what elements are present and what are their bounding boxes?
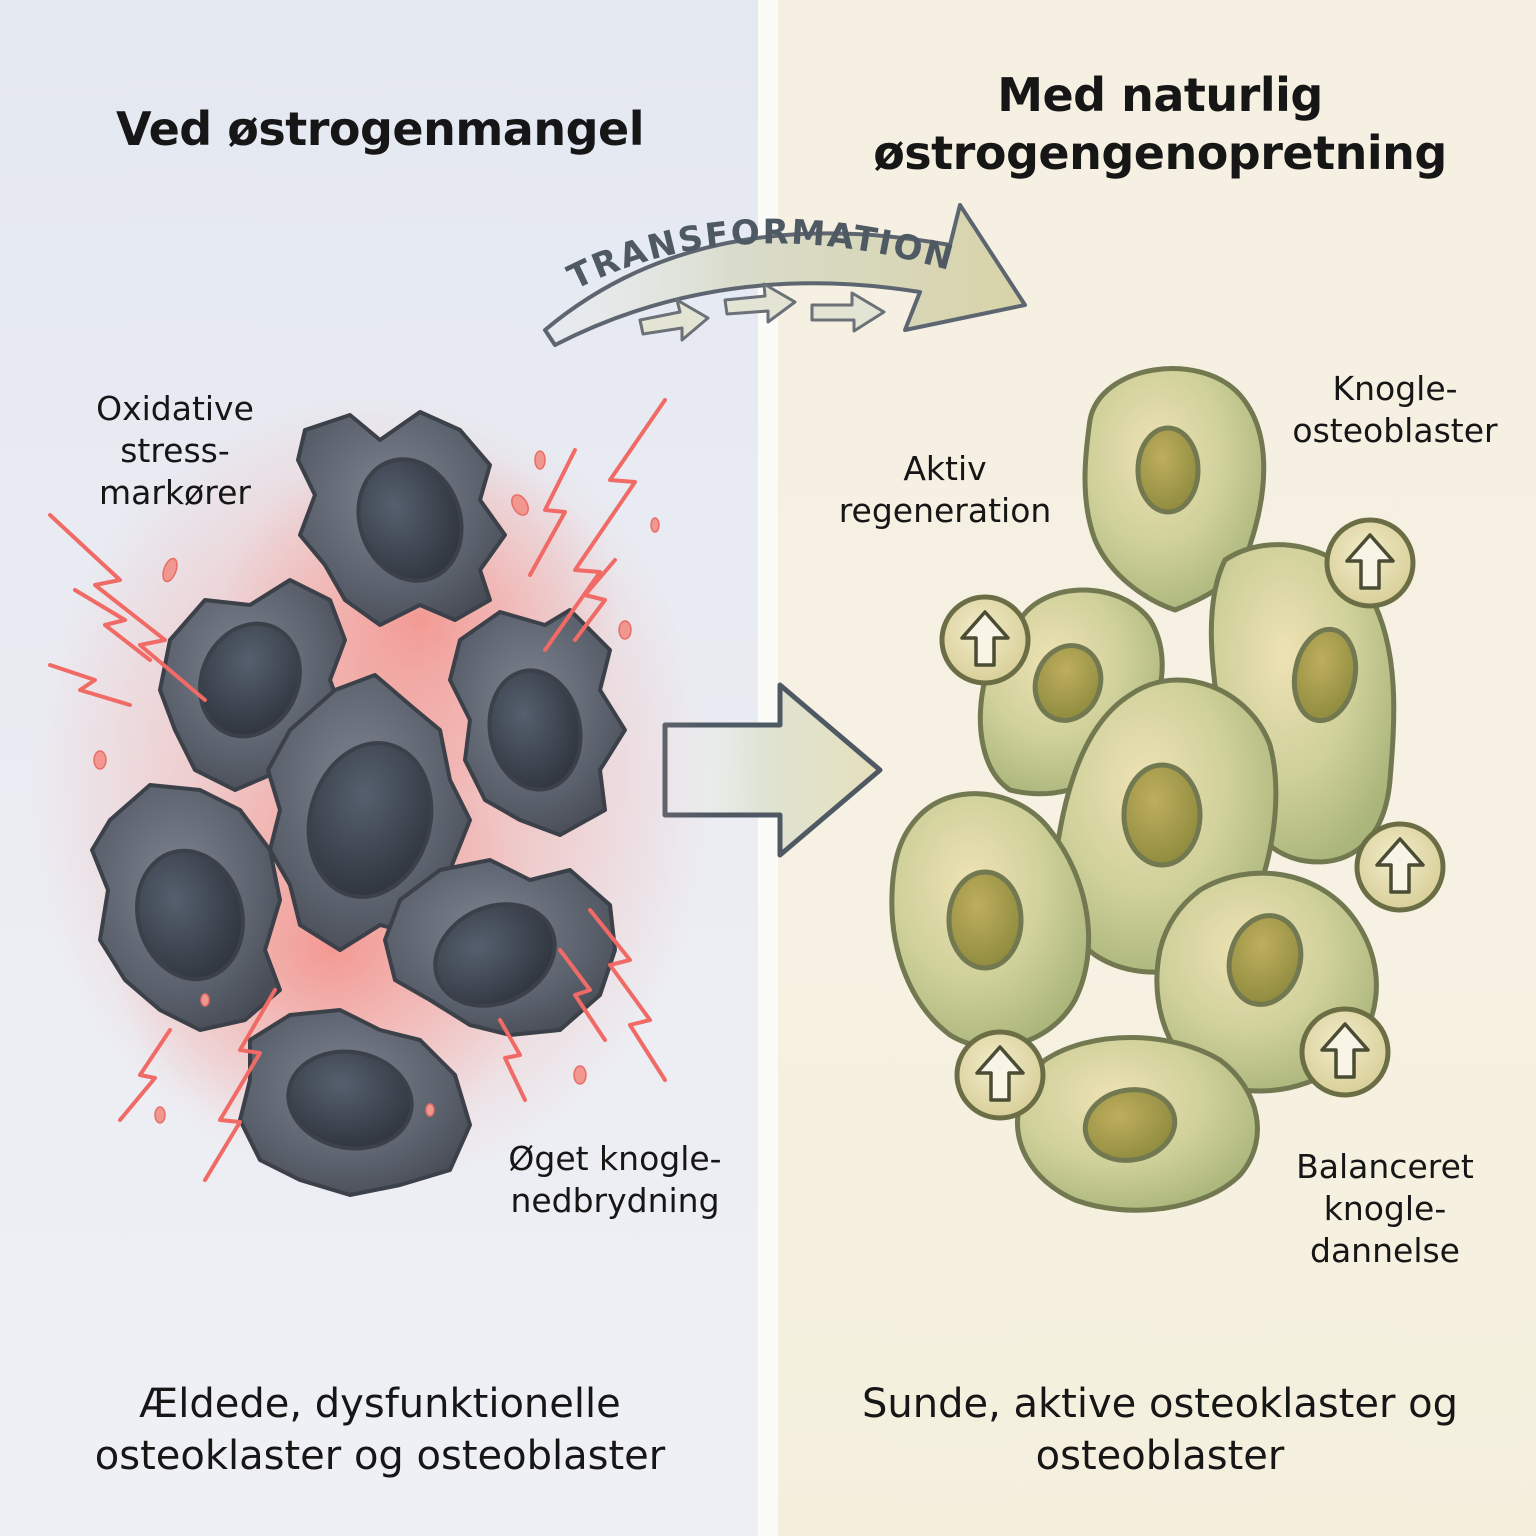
up-arrow-badges: [939, 517, 1446, 1121]
arrow-up-icon: [1299, 1006, 1391, 1098]
lightning-bolts: [48, 398, 667, 1182]
active-regeneration-label: Aktiv regeneration: [838, 449, 1052, 530]
bone-osteoblasts-label: Knogle-osteoblaster: [1292, 369, 1498, 450]
left-panel-title: Ved østrogenmangel: [116, 102, 644, 156]
right-panel-caption: Sunde, aktive osteoklaster og osteoblast…: [861, 1381, 1458, 1479]
arrow-up-icon: [939, 594, 1031, 686]
stress-particles: [93, 450, 660, 1124]
damaged-cell: [238, 1008, 472, 1197]
damaged-cell: [90, 783, 282, 1032]
damaged-cell: [266, 673, 472, 952]
left-panel-caption: Ældede, dysfunktionelle osteoklaster og …: [94, 1381, 666, 1479]
transformation-arc-arrow: [543, 203, 1027, 347]
right-panel-title: Med naturlig østrogengenopretning: [873, 68, 1447, 180]
balanced-bone-formation-label: Balanceret knogle-dannelse: [1296, 1147, 1474, 1270]
arrow-up-icon: [1354, 821, 1446, 913]
damaged-cell: [383, 858, 617, 1037]
damaged-cell: [296, 410, 507, 627]
arrow-up-icon: [1324, 517, 1416, 609]
small-arrow-icons: [638, 282, 886, 342]
healthy-cell: [1014, 1035, 1260, 1213]
arrow-up-icon: [954, 1029, 1046, 1121]
bone-breakdown-label: Øget knogle-nedbrydning: [508, 1139, 722, 1220]
healthy-cell: [889, 791, 1092, 1050]
oxidative-stress-label: Oxidative stress-markører: [96, 389, 254, 512]
damaged-cell: [448, 608, 627, 837]
damaged-cell-cluster: [90, 410, 627, 1197]
